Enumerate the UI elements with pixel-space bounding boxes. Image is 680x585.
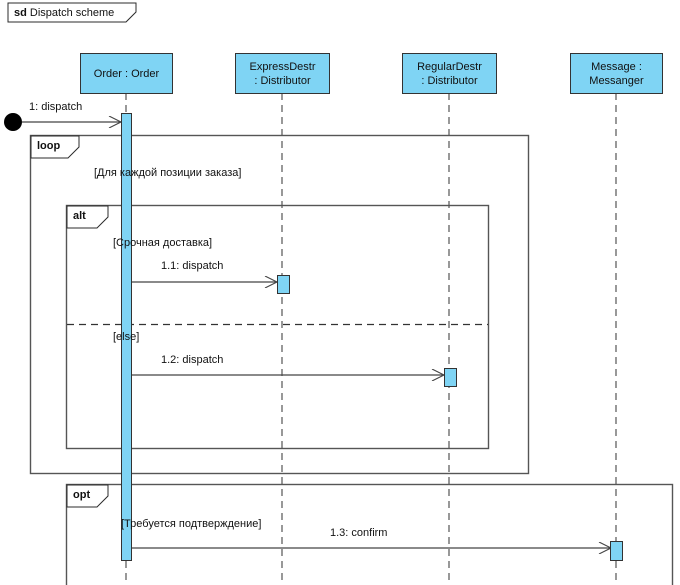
guard-label-alt: [Срочная доставка]: [113, 237, 213, 249]
fragment-operator-alt: alt: [73, 210, 86, 222]
fragment-frame-alt: [65, 204, 490, 450]
message-label-1-3: 1.3: confirm: [330, 527, 388, 539]
activation-bar-messenger[interactable]: [610, 541, 623, 561]
message-label-1: 1: dispatch: [29, 101, 83, 113]
lifeline-head-messenger-line1: Message :: [591, 60, 642, 73]
diagram-header-label: sd Dispatch scheme: [14, 8, 114, 19]
fragment-frame-opt: [65, 483, 674, 585]
lifeline-head-messenger-line2: Messanger: [589, 74, 644, 87]
fragment-tab-opt: [66, 484, 109, 508]
activation-bar-order[interactable]: [121, 113, 132, 561]
lifeline-head-messenger[interactable]: Message : Messanger: [570, 53, 663, 94]
lifeline-head-regular-line2: : Distributor: [421, 74, 478, 87]
diagram-frame-tab: [7, 2, 137, 23]
activation-bar-express[interactable]: [277, 275, 290, 294]
fragment-operator-opt: opt: [73, 489, 91, 501]
lifeline-head-express[interactable]: ExpressDestr : Distributor: [235, 53, 330, 94]
fragment-operator-loop: loop: [37, 140, 61, 152]
lifeline-head-express-line1: ExpressDestr: [249, 60, 316, 73]
diagram-kind-keyword: sd: [14, 7, 27, 19]
message-label-1-1: 1.1: dispatch: [161, 260, 224, 272]
guard-label-opt: [Требуется подтверждение]: [121, 518, 262, 530]
activation-bar-regular[interactable]: [444, 368, 457, 387]
message-label-1-2: 1.2: dispatch: [161, 354, 224, 366]
fragment-tab-loop: [30, 135, 80, 159]
guard-label-alt-else: [else]: [113, 331, 140, 343]
fragment-frame-loop: [29, 134, 530, 475]
lifeline-head-order[interactable]: Order : Order: [80, 53, 173, 94]
lifeline-head-order-line1: Order : Order: [93, 67, 160, 80]
lifeline-head-express-line2: : Distributor: [254, 74, 311, 87]
lifeline-head-regular-line1: RegularDestr: [417, 60, 482, 73]
guard-label-loop: [Для каждой позиции заказа]: [94, 167, 242, 179]
found-message-start-icon: [4, 113, 22, 131]
fragment-tab-alt: [66, 205, 109, 229]
lifeline-head-regular[interactable]: RegularDestr : Distributor: [402, 53, 497, 94]
diagram-title: Dispatch scheme: [29, 7, 115, 19]
